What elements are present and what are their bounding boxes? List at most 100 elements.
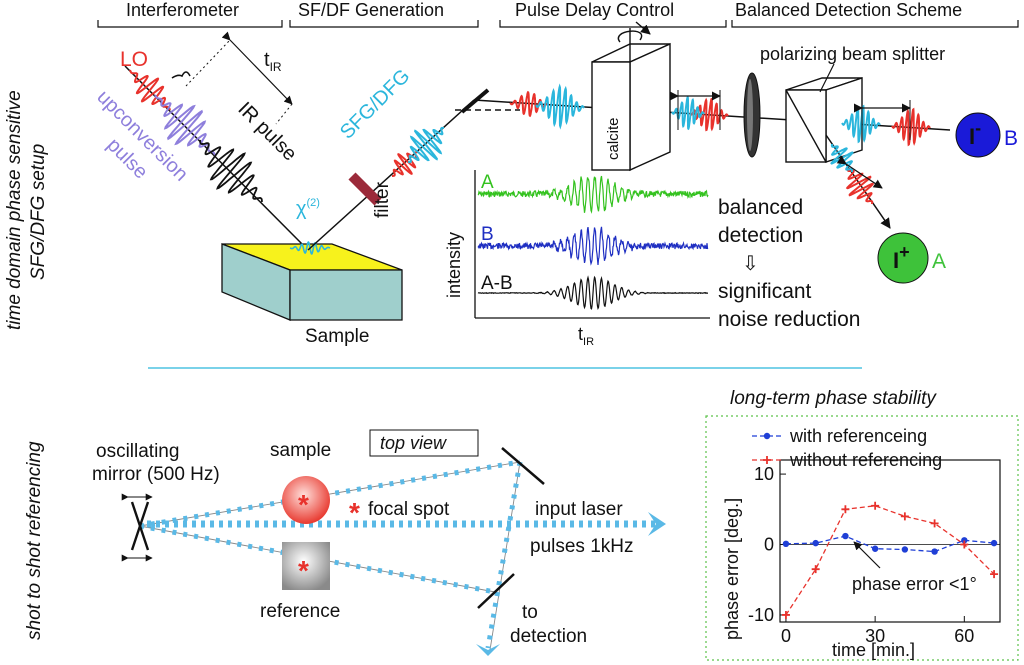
reference-label: reference: [260, 601, 340, 622]
header-interferometer: Interferometer: [126, 0, 239, 20]
trace-a: [477, 175, 709, 214]
lo-label: LO: [120, 48, 148, 71]
top-view-label: top view: [380, 433, 447, 453]
x-tick-label: 30: [865, 626, 885, 646]
balanced-text-1: balanced: [718, 196, 803, 219]
series-line-0: [785, 535, 995, 553]
series-1-point: [781, 610, 790, 619]
annotation-arrow: [853, 541, 881, 569]
osc-mirror-label-2: mirror (500 Hz): [92, 464, 220, 485]
bottom-reference: [282, 542, 330, 590]
oscillation-arrows: [121, 493, 153, 562]
series-0-point: [961, 537, 968, 544]
chart-xlabel: time [min.]: [832, 640, 915, 660]
legend-marker-1: [763, 456, 771, 464]
input-laser-label-1: input laser: [535, 499, 623, 520]
series-0-point: [901, 546, 909, 553]
y-tick-label: 10: [754, 464, 774, 484]
series-0-point: [782, 540, 790, 548]
calcite-crystal: [591, 42, 671, 172]
series-1-point: [990, 570, 999, 579]
detector-a-label: A: [932, 250, 946, 273]
side-titles: time domain phase sensitive SFG/DFG setu…: [4, 90, 49, 640]
side-title-top-2: SFG/DFG setup: [28, 144, 49, 280]
series-0-point: [812, 539, 819, 547]
upper-mirror: [501, 447, 545, 485]
series-0-point: [871, 545, 879, 552]
detector-b: [955, 112, 1001, 158]
oscillating-mirror: [130, 501, 150, 551]
input-beam-arrowhead: [648, 512, 666, 536]
detector-b-label: B: [1004, 127, 1018, 150]
osc-mirror-label-1: oscillating: [96, 441, 179, 462]
legend-label-1: without referencing: [789, 450, 942, 470]
intensity-axis-label: intensity: [444, 232, 464, 298]
trace-a-label: A: [481, 172, 494, 193]
trace-a-minus-b: [477, 275, 708, 310]
header-brackets: [97, 20, 1019, 28]
calcite-label: calcite: [605, 117, 622, 160]
series-1-point: [960, 540, 969, 549]
sfg-blue-wave: [408, 126, 444, 164]
chart-axes-box: [779, 459, 1001, 623]
detector-a-symbol: I+: [893, 242, 910, 273]
to-detection-label-1: to: [522, 602, 538, 623]
y-tick-label: 0: [764, 535, 774, 555]
bottom-sample: [282, 476, 330, 524]
balanced-arrow-glyph: ⇩: [742, 253, 759, 275]
output-blue-wave: [841, 104, 881, 144]
to-detection-label-2: detection: [510, 626, 587, 647]
tir-axis-label: tIR: [578, 324, 594, 348]
rotation-arrow: [617, 21, 650, 42]
side-title-top-1: time domain phase sensitive: [4, 90, 25, 330]
lo-wave-packet: [129, 69, 171, 111]
sample-block: [221, 243, 403, 321]
ir-wave-packet: [199, 139, 263, 203]
output-red-wave: [891, 107, 931, 147]
chart-frame: [705, 415, 1019, 661]
phase-stability-chart: long-term phase stability 0 30 60 10 0 -10 wit…: [705, 388, 1019, 661]
detector-b-symbol: I-: [969, 118, 981, 149]
series-1-point: [930, 519, 939, 528]
header-sfdf: SF/DF Generation: [298, 0, 444, 20]
series-0-point: [931, 548, 938, 555]
detector-a: [877, 232, 929, 284]
series-1-point: [871, 501, 880, 510]
filter-label: filter: [372, 181, 393, 218]
to-detection-arrowhead: [476, 644, 500, 656]
x-tick-label: 0: [781, 626, 791, 646]
top-view-box: [369, 429, 479, 457]
y-tick-label: -10: [748, 605, 774, 625]
top-mirror: [460, 88, 490, 114]
pbs-label: polarizing beam splitter: [760, 44, 945, 64]
input-laser-label-2: pulses 1kHz: [530, 536, 634, 557]
signal-traces: intensity tIR A B A-B: [444, 170, 710, 348]
lo-brace: [171, 71, 191, 79]
delay-blue-wave: [535, 83, 585, 130]
x-tick-label: 60: [954, 626, 974, 646]
interferometer-diagram: LO upconversion pulse IR pulse tIR Sampl…: [92, 31, 490, 347]
legend-marker-0: [763, 432, 771, 440]
shot-to-shot-diagram: oscillating mirror (500 Hz) * sample * r…: [92, 429, 666, 656]
trace-ab-label: A-B: [481, 273, 513, 294]
sfg-label: SFG/DFG: [336, 65, 414, 143]
section-headers: Interferometer SF/DF Generation Pulse De…: [97, 0, 1019, 28]
series-0-point: [990, 539, 998, 547]
chart-title: long-term phase stability: [730, 388, 937, 409]
focal-spot-label: focal spot: [368, 499, 450, 520]
series-1-point: [811, 565, 820, 574]
series-0-point: [842, 532, 849, 540]
noise-text-1: significant: [718, 280, 812, 303]
balanced-detection-diagram: polarizing beam splitter I- B I+ A balan…: [718, 44, 1018, 331]
sfg-red-wave: [391, 151, 419, 177]
series-1-point: [900, 512, 909, 521]
legend-label-0: with referenceing: [789, 426, 927, 446]
after-calcite-blue-wave: [671, 95, 705, 131]
lower-mirror: [477, 573, 515, 609]
header-delay: Pulse Delay Control: [515, 0, 674, 20]
noise-text-2: noise reduction: [718, 308, 860, 331]
header-balanced: Balanced Detection Scheme: [735, 0, 962, 20]
filter-element: [348, 172, 382, 206]
sample-focal-star: *: [298, 489, 309, 520]
